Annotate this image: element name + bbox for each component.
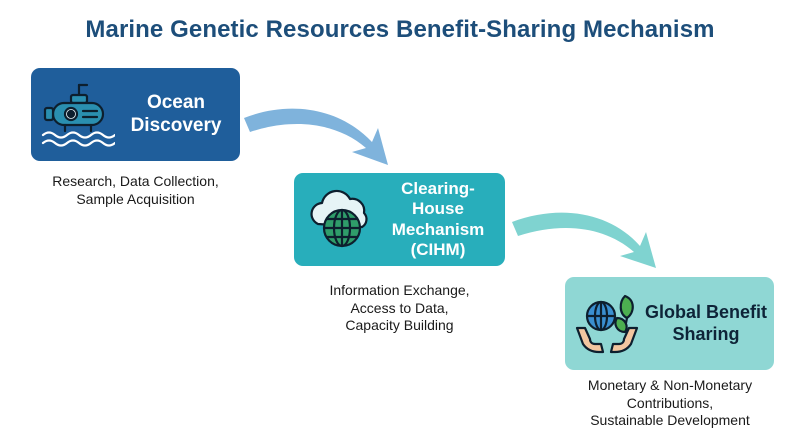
stage-ocean-discovery: Ocean Discovery <box>31 68 240 161</box>
arrow-cihm-to-sharing <box>512 212 656 268</box>
stage-global-benefit-sharing-description: Monetary & Non-Monetary Contributions, S… <box>587 377 753 428</box>
stage-ocean-discovery-description: Research, Data Collection, Sample Acquis… <box>52 173 219 207</box>
stage-global-benefit-sharing-label: Global Benefit Sharing <box>644 302 767 344</box>
submarine-icon <box>41 83 115 147</box>
cloud-globe-icon <box>310 189 368 247</box>
stage-ocean-discovery-label: Ocean Discovery <box>130 92 222 136</box>
stage-global-benefit-sharing: Global Benefit Sharing <box>565 277 774 370</box>
stage-clearing-house-label: Clearing-House Mechanism (CIHM) <box>391 179 485 259</box>
hands-globe-leaf-icon <box>575 294 639 353</box>
arrow-discovery-to-cihm <box>244 108 388 165</box>
stage-clearing-house: Clearing-House Mechanism (CIHM) <box>294 173 505 266</box>
diagram-title: Marine Genetic Resources Benefit-Sharing… <box>85 16 715 43</box>
stage-clearing-house-description: Information Exchange, Access to Data, Ca… <box>329 282 470 333</box>
